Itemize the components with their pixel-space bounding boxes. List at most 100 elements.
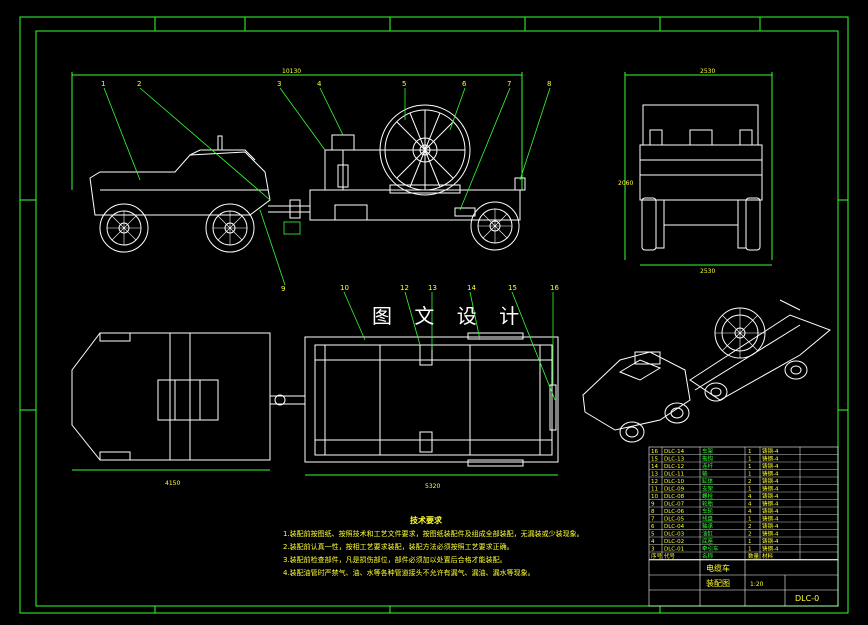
parts-table-cell: 1 [748, 487, 752, 493]
parts-table-cell: 1 [748, 472, 752, 478]
part-number: 8 [547, 80, 551, 88]
parts-table-cell: 2 [748, 532, 752, 538]
parts-table-cell: 铸钢-4 [762, 507, 779, 515]
parts-table-cell: 螺栓 [702, 492, 714, 500]
parts-table-cell: 铸钢-4 [762, 477, 779, 485]
parts-table-cell: 12 [651, 479, 658, 485]
parts-table-cell: 1 [748, 457, 752, 463]
parts-table-cell: DLC-07 [664, 502, 685, 508]
parts-table-cell: 铸钢-4 [762, 447, 779, 455]
tech-requirement-line: 4.装配油管时严禁气、油、水等各种管道接头不允许有漏气、漏油、漏水等现象。 [283, 568, 535, 577]
part-number: 6 [462, 80, 467, 88]
parts-table-cell: 线盘 [702, 515, 714, 523]
parts-table-cell: DLC-14 [664, 449, 685, 455]
parts-table-cell: DLC-13 [664, 457, 685, 463]
parts-table-cell: 4 [748, 494, 752, 500]
parts-table-cell: 15 [651, 457, 658, 463]
watermark: 图 文 设 计 [372, 304, 528, 328]
parts-table-cell: DLC-03 [664, 532, 685, 538]
parts-table-cell: DLC-09 [664, 487, 685, 493]
front-elevation-view [71, 72, 526, 253]
plan-view-part-numbers: 10 12 13 14 15 16 [340, 284, 559, 292]
parts-table-cell: 拖钩 [702, 455, 714, 463]
sheet-border [19, 16, 849, 614]
parts-table-cell: 名称 [702, 552, 714, 560]
tech-requirement-line: 2.装配前认真一性，按相工艺要求装配，装配方法必须按照工艺要求正确。 [283, 542, 514, 551]
parts-table-cell: 铸钢-4 [762, 500, 779, 508]
tech-requirements-title: 技术要求 [410, 515, 443, 525]
parts-table-cell: 代号 [664, 552, 676, 560]
parts-table-cell: 序号 [651, 552, 663, 560]
title-block [648, 559, 839, 607]
part-number: 4 [317, 80, 322, 88]
parts-table-cell: 4 [748, 509, 752, 515]
parts-table-cell: DLC-08 [664, 494, 685, 500]
parts-table-cell: 1 [748, 547, 752, 553]
parts-table-cell: 1 [748, 464, 752, 470]
parts-table-cell: 2 [748, 524, 752, 530]
part-number: 1 [101, 80, 105, 88]
parts-table-cell: 铸钢-4 [762, 485, 779, 493]
parts-table-cell: DLC-12 [664, 464, 684, 470]
parts-table-cell: DLC-02 [664, 539, 684, 545]
parts-table-cell: 铸钢-4 [762, 522, 779, 530]
parts-table-cell: 铸钢-4 [762, 470, 779, 478]
parts-table-cell: 14 [651, 464, 658, 470]
parts-table-cell: 10 [651, 494, 658, 500]
parts-table-cell: DLC-01 [664, 547, 684, 553]
parts-table-cell: 数量 [748, 552, 760, 560]
part-number: 7 [507, 80, 511, 88]
parts-table-cell: 16 [651, 449, 658, 455]
drawing-code: DLC-0 [795, 594, 819, 603]
part-number: 15 [508, 284, 517, 292]
parts-table-cell: 8 [651, 509, 655, 515]
plan-view [71, 332, 559, 476]
parts-table-cell: 3 [651, 547, 655, 553]
parts-table-cell: 1 [748, 539, 752, 545]
parts-table-cell: 底座 [702, 537, 714, 545]
side-view [624, 72, 773, 266]
part-number: 9 [281, 285, 285, 293]
tech-requirement-line: 3.装配前检查部件，凡是损伤部位，部件必须加以处置后合格才能装配。 [283, 555, 507, 564]
side-width-dimension: 2530 [700, 68, 715, 75]
parts-table-cell: DLC-06 [664, 509, 685, 515]
parts-table-cell: 连杆 [702, 462, 714, 470]
parts-table-cell: 轴 [702, 470, 708, 478]
plan-right-dimension: 5320 [425, 483, 440, 490]
part-number: 10 [340, 284, 349, 292]
part-number: 3 [277, 80, 281, 88]
plan-view-leaders [343, 291, 556, 401]
side-base-dimension: 2530 [700, 268, 715, 275]
drawing-frame [35, 30, 839, 607]
border-ticks [20, 17, 848, 613]
parts-table-cell: 铸钢-4 [762, 545, 779, 553]
parts-table-cell: 铸钢-4 [762, 537, 779, 545]
parts-table-cell: 牵引车 [702, 545, 719, 553]
tech-requirement-line: 1.装配前按图纸、按照技术和工艺文件要求，按图纸装配件及组成全部装配，无漏装或少… [283, 529, 584, 538]
side-height-dimension: 2060 [618, 180, 633, 187]
parts-table-cell: 4 [748, 502, 752, 508]
part-number: 12 [400, 284, 409, 292]
parts-table-cell: 6 [651, 524, 655, 530]
part-number: 16 [550, 284, 559, 292]
parts-table-cell: 铸钢-4 [762, 462, 779, 470]
parts-table-cell: 铸钢-4 [762, 515, 779, 523]
parts-table-cell: 1 [748, 449, 752, 455]
drawing-scale: 1:20 [750, 581, 764, 588]
parts-table-cell: 9 [651, 502, 655, 508]
parts-table-cell: DLC-05 [664, 517, 685, 523]
part-number: 14 [467, 284, 476, 292]
parts-table-cell: DLC-11 [664, 472, 684, 478]
isometric-view [582, 299, 831, 443]
parts-table-cell: 4 [651, 539, 655, 545]
parts-table-cell: 11 [651, 487, 658, 493]
parts-table-cell: 13 [651, 472, 658, 478]
parts-table-cell: 铸钢-4 [762, 455, 779, 463]
tech-requirements: 技术要求 1.装配前按图纸、按照技术和工艺文件要求，按图纸装配件及组成全部装配，… [283, 515, 584, 577]
part-number: 5 [402, 80, 406, 88]
parts-table-cell: 铸钢-4 [762, 492, 779, 500]
parts-table-cell: 轮胎 [702, 500, 714, 508]
parts-table-cell: 支架 [702, 485, 714, 493]
